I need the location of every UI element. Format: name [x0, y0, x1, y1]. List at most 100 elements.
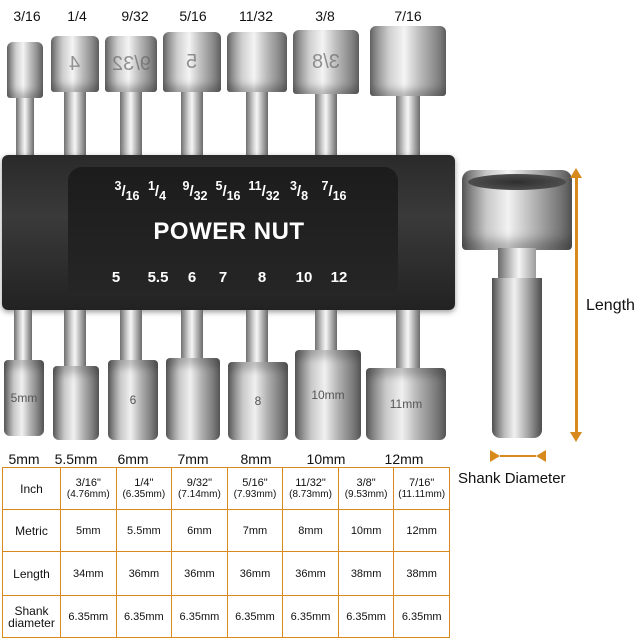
length-arrow-top	[570, 168, 582, 178]
holder-label-panel	[68, 167, 398, 299]
socket-10mm-bottom: 10mm	[295, 350, 361, 440]
holder-metric-6: 6	[187, 269, 197, 286]
table-cell: 6.35mm	[226, 595, 284, 638]
table-cell: 10mm	[337, 509, 395, 552]
socket-3-16-top	[7, 42, 43, 98]
metric-label-10mm: 10mm	[306, 451, 346, 467]
single-socket-neck	[498, 248, 536, 280]
imperial-label-3-8: 3/8	[315, 8, 335, 24]
metric-label-5-5mm: 5.5mm	[54, 451, 98, 467]
row-head-length: Length	[2, 551, 61, 596]
table-cell: 36mm	[115, 551, 173, 596]
shank-arrow-line	[500, 455, 536, 457]
metric-label-8mm: 8mm	[240, 451, 272, 467]
table-cell: 7/16"(11.11mm)	[393, 467, 450, 510]
table-cell: 3/8"(9.53mm)	[337, 467, 395, 510]
shaft-bottom-6	[315, 310, 337, 350]
shaft-bottom-5	[246, 310, 268, 364]
shaft-top-7	[396, 96, 420, 158]
length-arrow-line	[575, 178, 578, 432]
table-cell: 36mm	[282, 551, 339, 596]
table-row-inch: Inch 3/16"(4.76mm) 1/4"(6.35mm) 9/32"(7.…	[2, 467, 450, 510]
shaft-bottom-2	[64, 310, 86, 368]
metric-label-12mm: 12mm	[384, 451, 424, 467]
socket-7-16-top	[370, 26, 446, 96]
table-cell: 6mm	[171, 509, 228, 552]
table-cell: 5/16"(7.93mm)	[226, 467, 284, 510]
table-cell: 38mm	[337, 551, 395, 596]
table-cell: 36mm	[226, 551, 284, 596]
single-socket-head	[462, 170, 572, 250]
socket-5mm-bottom: 5mm	[4, 360, 44, 436]
imperial-label-3-16: 3/16	[13, 8, 41, 24]
socket-8mm-bottom: 8	[228, 362, 288, 440]
holder-fraction-5-16: 5/16	[215, 179, 241, 203]
shaft-top-3	[120, 92, 142, 158]
holder-metric-7: 7	[218, 269, 228, 286]
table-cell: 6.35mm	[115, 595, 173, 638]
shaft-top-4	[181, 92, 203, 158]
table-row-metric: Metric 5mm 5.5mm 6mm 7mm 8mm 10mm 12mm	[2, 509, 450, 552]
metric-label-7mm: 7mm	[177, 451, 209, 467]
shank-arrow-right	[536, 450, 546, 462]
shaft-bottom-4	[181, 310, 203, 362]
table-cell: 6.35mm	[393, 595, 450, 638]
spec-table: Inch 3/16"(4.76mm) 1/4"(6.35mm) 9/32"(7.…	[2, 467, 450, 638]
row-head-metric: Metric	[2, 509, 61, 552]
table-cell: 36mm	[171, 551, 228, 596]
socket-6mm-bottom: 6	[108, 360, 158, 440]
shank-arrow-left	[490, 450, 500, 462]
table-row-shank-diameter: Shank diameter 6.35mm 6.35mm 6.35mm 6.35…	[2, 595, 450, 638]
shaft-bottom-1	[14, 310, 32, 360]
table-cell: 12mm	[393, 509, 450, 552]
row-head-shank-diameter: Shank diameter	[2, 595, 61, 638]
shaft-bottom-7	[396, 310, 420, 368]
shaft-bottom-3	[120, 310, 142, 362]
shaft-top-1	[16, 98, 34, 158]
table-cell: 11/32"(8.73mm)	[282, 467, 339, 510]
socket-1-4-top: 4	[51, 36, 99, 92]
imperial-label-11-32: 11/32	[239, 8, 273, 24]
table-cell: 8mm	[282, 509, 339, 552]
socket-12mm-bottom: 11mm	[366, 368, 446, 440]
table-cell: 7mm	[226, 509, 284, 552]
table-cell: 6.35mm	[171, 595, 228, 638]
table-cell: 6.35mm	[337, 595, 395, 638]
power-nut-holder: 3/16 1/4 9/32 5/16 11/32 3/8 7/16 POWER …	[2, 155, 455, 310]
holder-fraction-9-32: 9/32	[182, 179, 208, 203]
table-cell: 6.35mm	[282, 595, 339, 638]
holder-metric-5: 5	[111, 269, 121, 286]
shaft-top-6	[315, 94, 337, 158]
holder-fraction-1-4: 1/4	[147, 179, 167, 203]
holder-fraction-7-16: 7/16	[321, 179, 347, 203]
single-socket-hex-shank	[492, 278, 542, 438]
shaft-top-5	[246, 92, 268, 158]
socket-5-16-top: 5	[163, 32, 221, 92]
socket-9-32-top: 9/32	[105, 36, 157, 92]
brand-title: POWER NUT	[153, 218, 305, 245]
socket-7mm-bottom	[166, 358, 220, 440]
length-arrow-bottom	[570, 432, 582, 442]
imperial-label-1-4: 1/4	[67, 8, 87, 24]
holder-metric-12: 12	[330, 269, 348, 286]
imperial-label-9-32: 9/32	[121, 8, 149, 24]
table-cell: 5mm	[60, 509, 117, 552]
row-head-inch: Inch	[2, 467, 61, 510]
holder-fraction-11-32: 11/32	[248, 179, 280, 203]
shank-diameter-label: Shank Diameter	[458, 470, 566, 487]
holder-metric-10: 10	[295, 269, 313, 286]
table-cell: 6.35mm	[60, 595, 117, 638]
length-label: Length	[586, 297, 635, 314]
table-cell: 1/4"(6.35mm)	[115, 467, 173, 510]
imperial-label-7-16: 7/16	[394, 8, 422, 24]
holder-fraction-3-8: 3/8	[289, 179, 309, 203]
holder-metric-8: 8	[257, 269, 267, 286]
imperial-label-5-16: 5/16	[179, 8, 207, 24]
metric-label-5mm: 5mm	[8, 451, 40, 467]
shaft-top-2	[64, 92, 86, 158]
table-cell: 34mm	[60, 551, 117, 596]
socket-3-8-top: 3/8	[293, 30, 359, 94]
table-cell: 38mm	[393, 551, 450, 596]
holder-metric-5-5: 5.5	[147, 269, 169, 286]
table-row-length: Length 34mm 36mm 36mm 36mm 36mm 38mm 38m…	[2, 551, 450, 596]
